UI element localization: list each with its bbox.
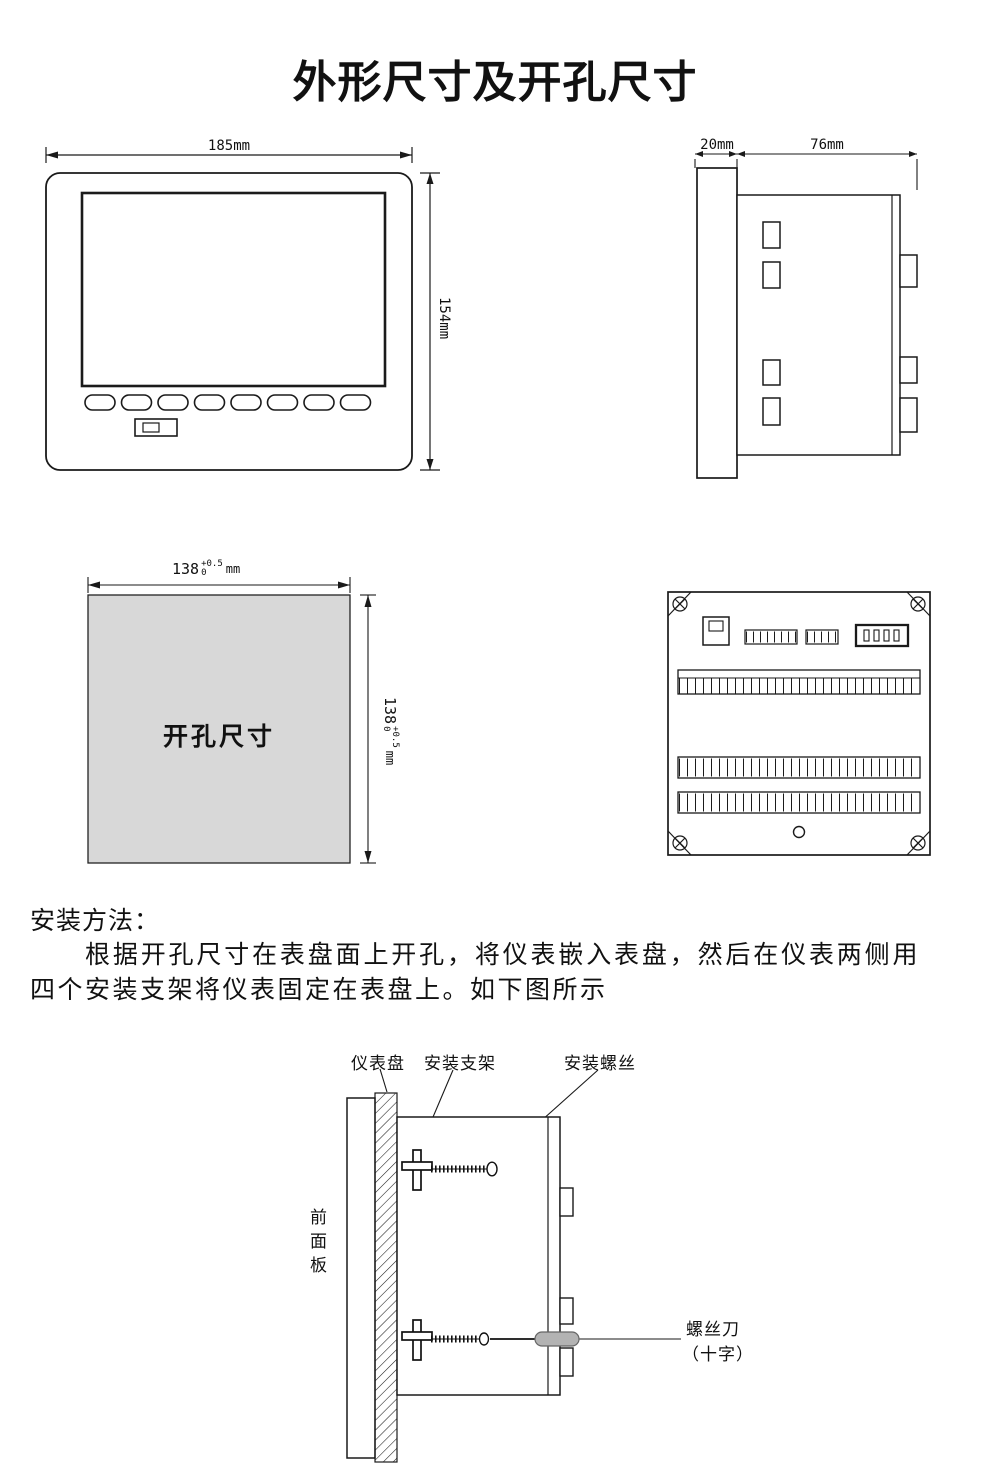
arrowhead: [46, 151, 58, 159]
arrowhead: [338, 581, 350, 589]
cutout-label: 开孔尺寸: [162, 723, 275, 751]
rear-terminal-strip-top: [677, 669, 921, 695]
arrowhead: [426, 459, 434, 470]
rear-ground-hole: [792, 825, 806, 839]
dim-unit: mm: [383, 750, 397, 766]
label-screwdriver-type: （十字）: [682, 1345, 754, 1364]
front-panel-bezel: [346, 1097, 376, 1459]
arrowhead: [426, 173, 434, 184]
side-mounting-tabs: [899, 254, 918, 433]
label-instrument-panel: 仪表盘: [351, 1054, 405, 1073]
instrument-rear-tabs: [559, 1187, 574, 1377]
screwdriver-icon: [490, 1331, 580, 1347]
arrowhead: [364, 851, 372, 863]
front-height-dim-label: 154mm: [436, 297, 452, 340]
install-method-heading: 安装方法：: [30, 908, 161, 935]
front-view-drawing: [45, 147, 440, 471]
front-buttons-row: [84, 394, 372, 411]
cutout-width-dimension: [87, 577, 351, 593]
arrowhead: [729, 151, 737, 157]
front-screen: [80, 191, 387, 388]
side-terminal-blocks: [762, 221, 781, 426]
arrowhead: [909, 151, 917, 157]
cutout-square: [87, 594, 351, 864]
label-front-panel: 前面板: [310, 1208, 327, 1275]
dim-value: 138: [381, 697, 399, 725]
arrowhead: [364, 595, 372, 607]
front-width-dim-label: 185mm: [207, 138, 251, 154]
label-screwdriver: 螺丝刀: [686, 1320, 740, 1339]
label-mounting-screw: 安装螺丝: [564, 1054, 636, 1073]
side-body: [736, 194, 901, 456]
rear-terminal-strip-middle: [677, 756, 921, 779]
arrowhead: [400, 151, 412, 159]
instrument-panel-hatched: [374, 1092, 398, 1463]
arrowhead: [695, 151, 703, 157]
dim-unit: mm: [225, 562, 241, 576]
mounting-screw-bottom: [431, 1332, 490, 1346]
side-body-dim-label: 76mm: [810, 137, 844, 153]
rear-corner-screws: [667, 591, 931, 856]
rear-view-drawing: [667, 591, 931, 856]
page-title: 外形尺寸及开孔尺寸: [292, 58, 698, 107]
install-method-paragraph: 根据开孔尺寸在表盘面上开孔，将仪表嵌入表盘，然后在仪表两侧用四个安装支架将仪表固…: [30, 942, 920, 1004]
tolerance-upper: +0.5: [390, 726, 400, 748]
rear-power-connector: [854, 623, 910, 648]
side-view-drawing: [694, 151, 918, 479]
arrowhead: [88, 581, 100, 589]
tolerance-upper: +0.5: [201, 559, 223, 569]
rear-terminal-strip-bottom: [677, 791, 921, 814]
tolerance-lower: 0: [381, 726, 391, 732]
ethernet-port-icon: [702, 616, 730, 646]
side-front-bezel: [696, 167, 738, 479]
tolerance-lower: 0: [201, 568, 207, 578]
side-depth-dim-label: 20mm: [700, 137, 734, 153]
dim-value: 138: [172, 560, 200, 578]
install-diagram-drawing: [346, 1068, 681, 1463]
rear-signal-connectors: [744, 629, 839, 645]
cutout-height-dimension: [360, 594, 376, 864]
mounting-screw-top: [431, 1161, 498, 1177]
front-usb-port: [134, 418, 178, 437]
label-mounting-bracket: 安装支架: [424, 1054, 496, 1073]
cutout-drawing: [87, 577, 376, 864]
arrowhead: [737, 151, 745, 157]
